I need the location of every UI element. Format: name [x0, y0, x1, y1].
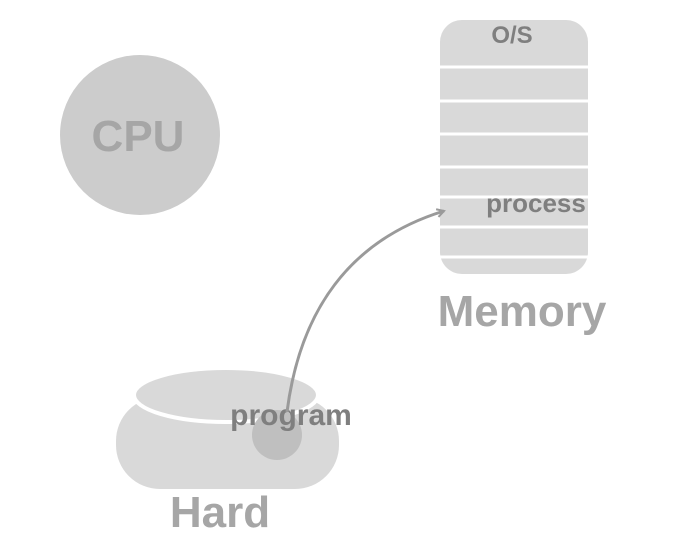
hard-caption: Hard [170, 488, 270, 537]
load-arrow [285, 211, 444, 413]
os-label: O/S [491, 22, 532, 49]
cpu-node: CPU [60, 55, 220, 215]
memory-block [440, 20, 588, 274]
memory-node: O/S process Memory [438, 20, 607, 336]
process-label: process [486, 188, 586, 218]
cpu-circle [60, 55, 220, 215]
memory-caption: Memory [438, 287, 607, 336]
cpu-label: CPU [92, 112, 185, 161]
program-label: program [230, 399, 352, 432]
disk-top [132, 366, 320, 424]
program-dot [252, 410, 302, 460]
memory-partition-lines [440, 65, 588, 259]
hard-disk-node: program Hard [116, 366, 352, 537]
